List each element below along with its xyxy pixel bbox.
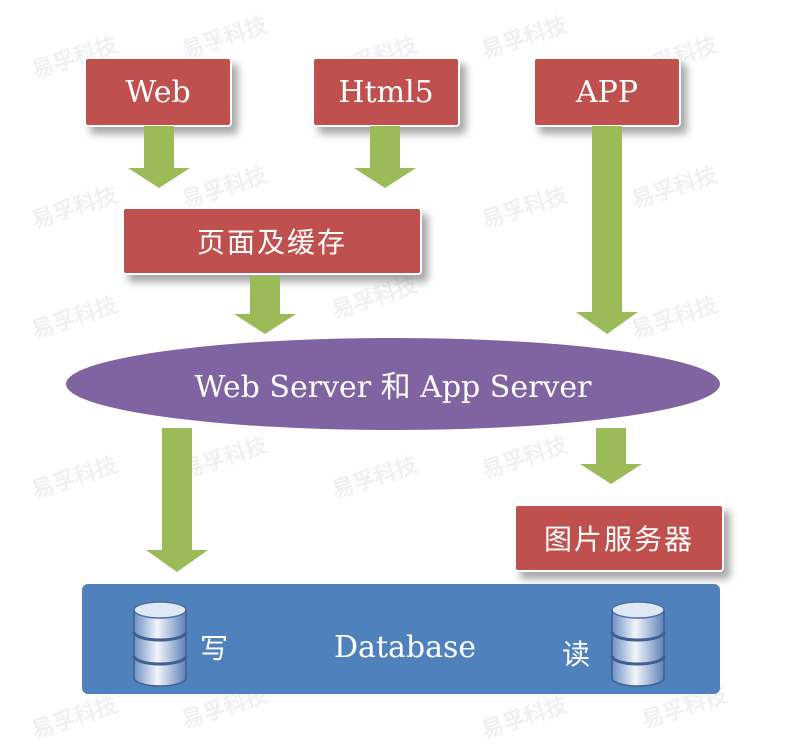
server-ellipse: Web Server 和 App Server [66, 338, 720, 430]
watermark-text: 易孚科技 [629, 292, 721, 344]
watermark-text: 易孚科技 [329, 452, 421, 504]
arrow-server-to-database [146, 428, 208, 572]
image-server-box: 图片服务器 [514, 504, 724, 572]
watermark-text: 易孚科技 [29, 452, 121, 504]
database-read-label: 读 [562, 638, 591, 671]
database-write-label: 写 [200, 632, 229, 665]
watermark-text: 易孚科技 [629, 162, 721, 214]
watermark-text: 易孚科技 [479, 692, 571, 744]
web-box: Web [84, 57, 232, 127]
database-read-icon [610, 601, 666, 687]
page-cache-label: 页面及缓存 [196, 226, 347, 259]
database-write-icon [132, 601, 188, 687]
watermark-text: 易孚科技 [479, 182, 571, 234]
arrow-web-to-cache [128, 126, 190, 188]
server-label: Web Server 和 App Server [194, 370, 592, 405]
page-cache-box: 页面及缓存 [122, 207, 422, 275]
web-label: Web [125, 74, 191, 110]
app-label: APP [575, 74, 639, 110]
image-server-label: 图片服务器 [543, 523, 694, 556]
watermark-text: 易孚科技 [29, 182, 121, 234]
arrow-server-to-image-server [580, 428, 642, 484]
app-box: APP [533, 57, 681, 127]
arrow-cache-to-server [234, 276, 296, 334]
database-label: Database [334, 630, 477, 665]
watermark-text: 易孚科技 [29, 292, 121, 344]
html5-box: Html5 [312, 57, 460, 127]
watermark-text: 易孚科技 [479, 432, 571, 484]
html5-label: Html5 [338, 74, 434, 110]
arrow-app-to-server [576, 126, 638, 334]
watermark-text: 易孚科技 [329, 272, 421, 324]
arrow-html5-to-cache [354, 126, 416, 188]
watermark-text: 易孚科技 [29, 692, 121, 744]
